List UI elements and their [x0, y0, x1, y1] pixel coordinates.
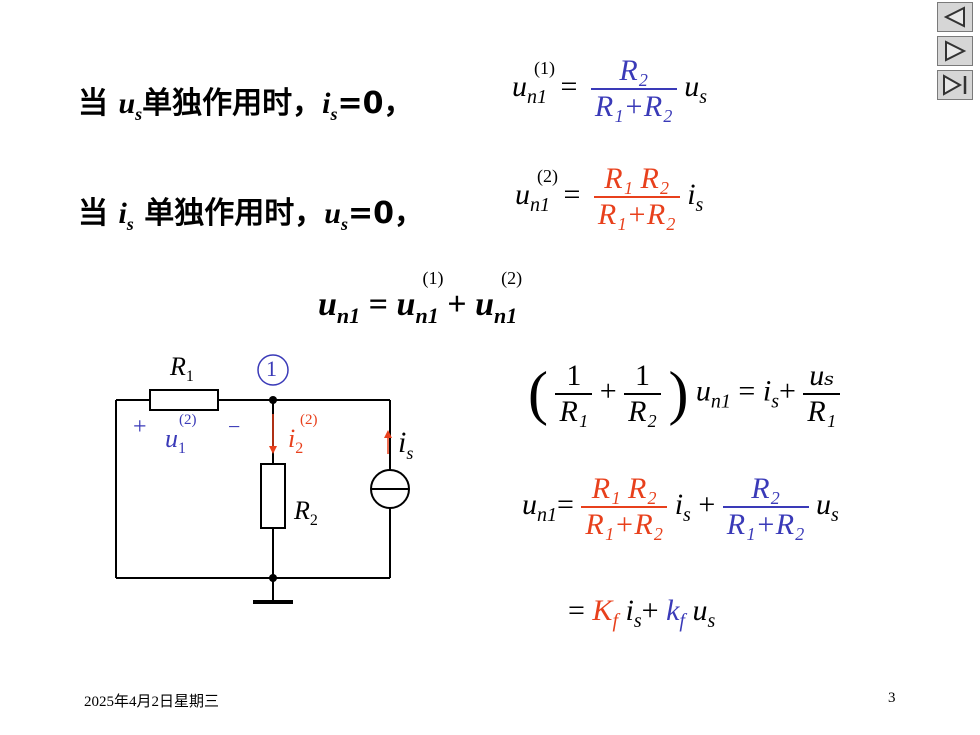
last-slide-button[interactable]: [937, 70, 973, 100]
resistor-r2: [260, 463, 286, 529]
equation-3: un1 = un1 (1) + un1 (2): [318, 268, 523, 328]
triangle-right-icon: [945, 40, 967, 62]
i2-label: i2 (2): [288, 412, 318, 458]
line2-text: 当 is 单独作用时，us=0，: [78, 196, 424, 234]
skip-end-icon: [943, 74, 967, 96]
node-ground-dot: [269, 574, 277, 582]
r1-label: R1: [170, 352, 194, 386]
prev-slide-button[interactable]: [937, 2, 973, 32]
minus-sign: −: [228, 414, 241, 439]
footer-date: 2025年4月2日星期三: [84, 694, 220, 710]
plus-sign: +: [133, 414, 147, 440]
equation-6: = Kf is+ kf us: [568, 594, 716, 632]
u1-label: u1 (2): [165, 412, 197, 458]
resistor-r1: [149, 389, 219, 411]
eq2-fraction: R₁ R₂ R₁+R₂: [593, 162, 680, 232]
node-1-dot: [269, 396, 277, 404]
node-1-label: 1: [266, 356, 277, 381]
next-slide-button[interactable]: [937, 36, 973, 66]
triangle-left-icon: [943, 6, 965, 28]
r2-label: R2: [294, 496, 318, 530]
footer-page-number: 3: [888, 690, 896, 706]
line1-text: 当 us单独作用时，is=0，: [78, 86, 414, 124]
node-1-circle: [257, 354, 289, 386]
equation-2: un1 (2) = R₁ R₂ R₁+R₂ is: [515, 162, 704, 232]
circuit-diagram: [115, 354, 410, 604]
equation-1: un1 (1) = R₂ R₁+R₂ us: [512, 54, 707, 124]
is-arrow-head: [384, 430, 392, 438]
is-label: is: [398, 426, 414, 463]
eq1-fraction: R₂ R₁+R₂: [590, 54, 677, 124]
i2-arrow-head: [269, 446, 277, 454]
